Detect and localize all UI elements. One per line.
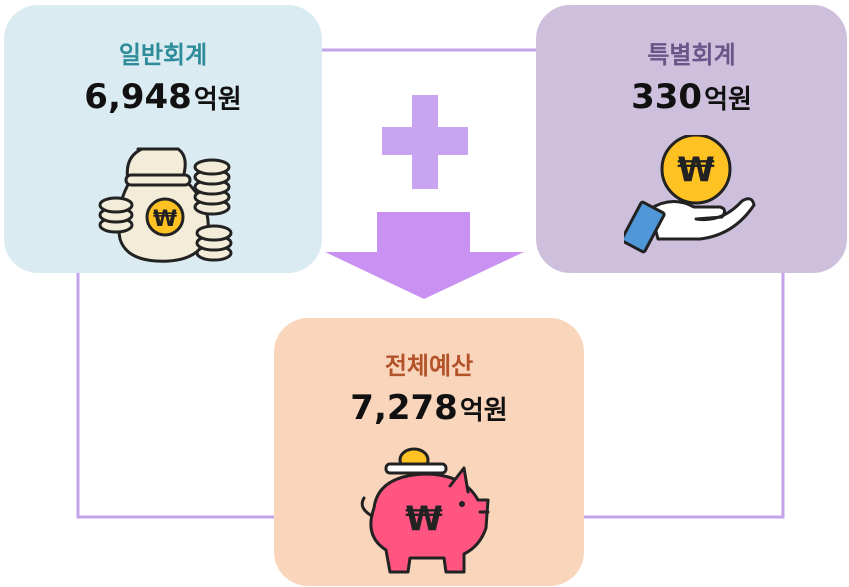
- total-budget-value: 7,278: [350, 388, 458, 428]
- total-budget-unit: 억원: [459, 396, 508, 426]
- special-account-unit: 억원: [704, 85, 752, 115]
- won-sign: ₩: [677, 150, 715, 190]
- general-account-value: 6,948: [84, 77, 192, 117]
- special-account-title: 특별회계: [647, 41, 736, 69]
- general-account-unit: 억원: [193, 85, 242, 115]
- special-account-amount: 330억원: [536, 77, 847, 117]
- total-budget-amount: 7,278억원: [274, 388, 584, 428]
- left-connector-line: [76, 272, 276, 519]
- general-account-card: 일반회계 6,948억원 ₩: [4, 5, 322, 273]
- total-budget-card: 전체예산 7,278억원 ₩: [274, 318, 584, 586]
- total-budget-title: 전체예산: [384, 352, 474, 380]
- connector-lines: [76, 48, 785, 519]
- general-account-title: 일반회계: [118, 41, 208, 69]
- money-bag-coins-icon: ₩: [98, 147, 233, 263]
- piggy-bank-icon: ₩: [360, 447, 490, 574]
- plus-icon: [382, 95, 468, 189]
- hand-holding-coin-icon: ₩: [624, 135, 756, 254]
- special-account-value: 330: [631, 77, 703, 117]
- right-connector-line: [582, 272, 785, 519]
- special-account-card: 특별회계 330억원 ₩: [536, 5, 847, 273]
- coin-icon: [660, 135, 732, 205]
- won-sign: ₩: [153, 207, 177, 232]
- general-account-amount: 6,948억원: [4, 77, 322, 117]
- down-arrow-icon: [325, 212, 524, 299]
- won-sign: ₩: [405, 499, 443, 539]
